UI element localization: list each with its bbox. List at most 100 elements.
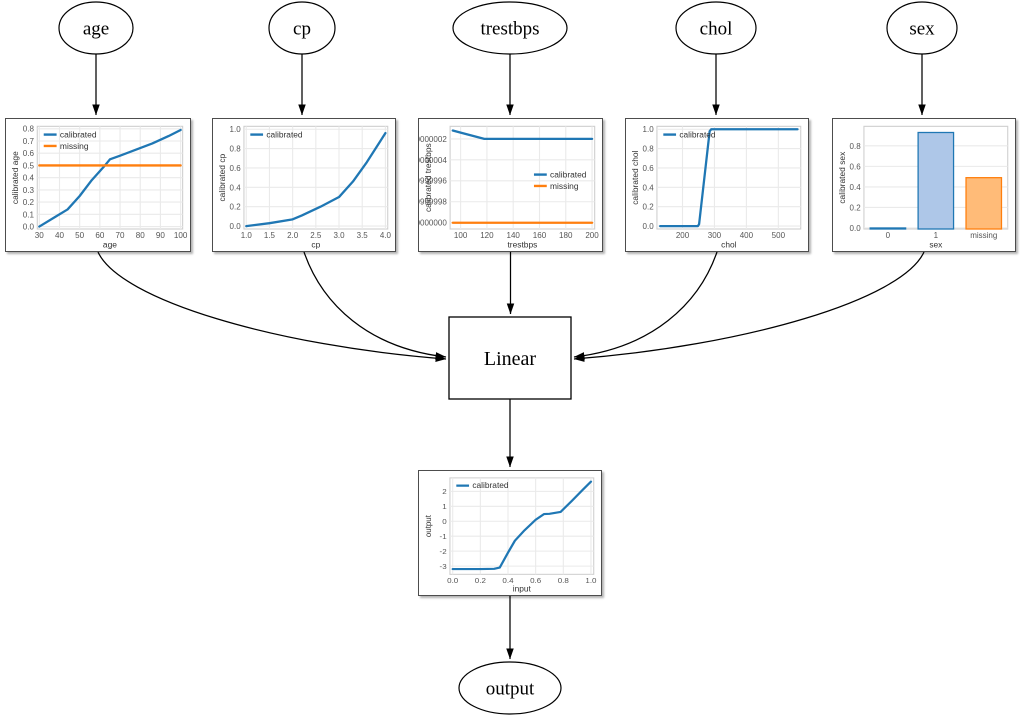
y-tick-label: 0.8 (23, 125, 35, 134)
x-tick-label: 140 (506, 231, 520, 240)
y-tick-label: 0.4 (643, 183, 655, 192)
node-label-sex: sex (909, 19, 935, 40)
chart-panel-trestbps: 0.50000000000000000 0.59999999999999998 0.… (418, 118, 603, 252)
y-tick-label: 1.0 (643, 125, 655, 134)
node-output[interactable]: output (458, 661, 562, 715)
legend: calibrated (663, 130, 716, 140)
x-tick-label: 0 (886, 231, 891, 240)
bar-0 (869, 227, 907, 230)
x-tick-label: 200 (585, 231, 599, 240)
y-axis-title: calibrated chol (630, 150, 640, 204)
x-tick-label: 200 (676, 231, 690, 240)
legend-label: calibrated (550, 170, 587, 180)
y-tick-label: 0 (442, 517, 447, 526)
y-axis-title: calibrated trestbps (423, 143, 433, 212)
node-trestbps[interactable]: trestbps (452, 1, 568, 55)
y-tick-label: 0.0 (23, 223, 35, 232)
x-tick-label: 1.5 (264, 231, 276, 240)
y-tick-label: 1.0 (230, 125, 242, 134)
x-tick-label: 0.8 (558, 576, 569, 585)
y-tick-label: 0.4 (850, 183, 862, 192)
y-tick-label: 0.8 (230, 145, 242, 154)
node-label-chol: chol (700, 19, 733, 40)
node-chol[interactable]: chol (675, 1, 757, 55)
y-tick-label: 0.90000000000000002 (419, 135, 447, 144)
y-tick-label: 0.2 (23, 198, 35, 207)
x-tick-label: 1 (934, 231, 939, 240)
x-tick-label: 30 (35, 231, 45, 240)
y-tick-label: 0.0 (850, 224, 862, 233)
chart-trestbps: 0.50000000000000000 0.59999999999999998 0.… (419, 119, 602, 251)
x-tick-label: 4.0 (380, 231, 392, 240)
bar-missing (965, 177, 1003, 230)
node-linear[interactable]: Linear (448, 316, 572, 400)
y-tick-label: 0.6 (230, 164, 242, 173)
legend-label: calibrated (472, 481, 508, 490)
x-tick-label: 180 (559, 231, 573, 240)
y-tick-label: 0.7 (23, 137, 35, 146)
x-tick-label: 1.0 (585, 576, 597, 585)
x-tick-label: missing (970, 231, 997, 240)
y-tick-label: 0.0 (643, 222, 655, 231)
y-tick-label: -2 (440, 547, 447, 556)
x-tick-label: 3.5 (357, 231, 369, 240)
y-tick-label: 0.2 (643, 203, 655, 212)
y-tick-label: 0.4 (230, 183, 242, 192)
legend-label: calibrated (266, 130, 303, 140)
x-tick-label: 3.0 (333, 231, 345, 240)
y-axis-title: calibrated age (10, 151, 20, 204)
y-tick-label: 0.3 (23, 186, 35, 195)
x-tick-label: 2.5 (310, 231, 322, 240)
y-tick-label: 2 (442, 487, 446, 496)
y-tick-label: 0.6 (643, 164, 655, 173)
y-tick-label: 0.69999999999999996 (419, 177, 447, 186)
x-tick-label: 90 (156, 231, 166, 240)
x-tick-label: 0.4 (502, 576, 514, 585)
x-axis-title: input (513, 585, 532, 594)
x-tick-label: 60 (95, 231, 105, 240)
legend-label: calibrated (60, 130, 97, 140)
y-tick-label: 0.1 (23, 210, 35, 219)
legend-label: calibrated (679, 130, 716, 140)
y-tick-label: 0.8 (643, 145, 655, 154)
x-tick-label: 400 (740, 231, 754, 240)
y-tick-label: 0.6 (23, 149, 35, 158)
x-axis-title: sex (929, 239, 943, 249)
legend: calibrated (456, 481, 509, 490)
x-tick-label: 500 (772, 231, 786, 240)
series-calibrated (451, 129, 594, 141)
node-sex[interactable]: sex (886, 1, 958, 55)
node-age[interactable]: age (58, 1, 134, 55)
y-tick-label: 0.80000000000000004 (419, 156, 447, 165)
y-tick-label: 0.0 (230, 222, 242, 231)
y-axis-title: calibrated sex (837, 151, 847, 204)
x-tick-label: 80 (136, 231, 146, 240)
x-tick-label: 160 (533, 231, 547, 240)
legend-label: missing (550, 181, 579, 191)
node-label-output: output (486, 679, 535, 700)
y-tick-label: 0.2 (230, 203, 242, 212)
node-cp[interactable]: cp (268, 1, 336, 55)
x-tick-label: 0.0 (447, 576, 459, 585)
series-calibrated (38, 128, 182, 228)
y-tick-label: 0.4 (23, 174, 35, 183)
y-tick-label: 0.2 (850, 203, 862, 212)
y-tick-label: 0.59999999999999998 (419, 198, 447, 207)
legend-label: missing (60, 141, 89, 151)
x-tick-label: 100 (174, 231, 188, 240)
x-axis-title: cp (311, 239, 320, 249)
series-calibrated (245, 131, 387, 228)
y-tick-label: 0.50000000000000000 (419, 219, 447, 228)
x-tick-label: 2.0 (287, 231, 299, 240)
y-tick-label: 1 (442, 502, 446, 511)
y-axis-title: output (424, 514, 433, 537)
